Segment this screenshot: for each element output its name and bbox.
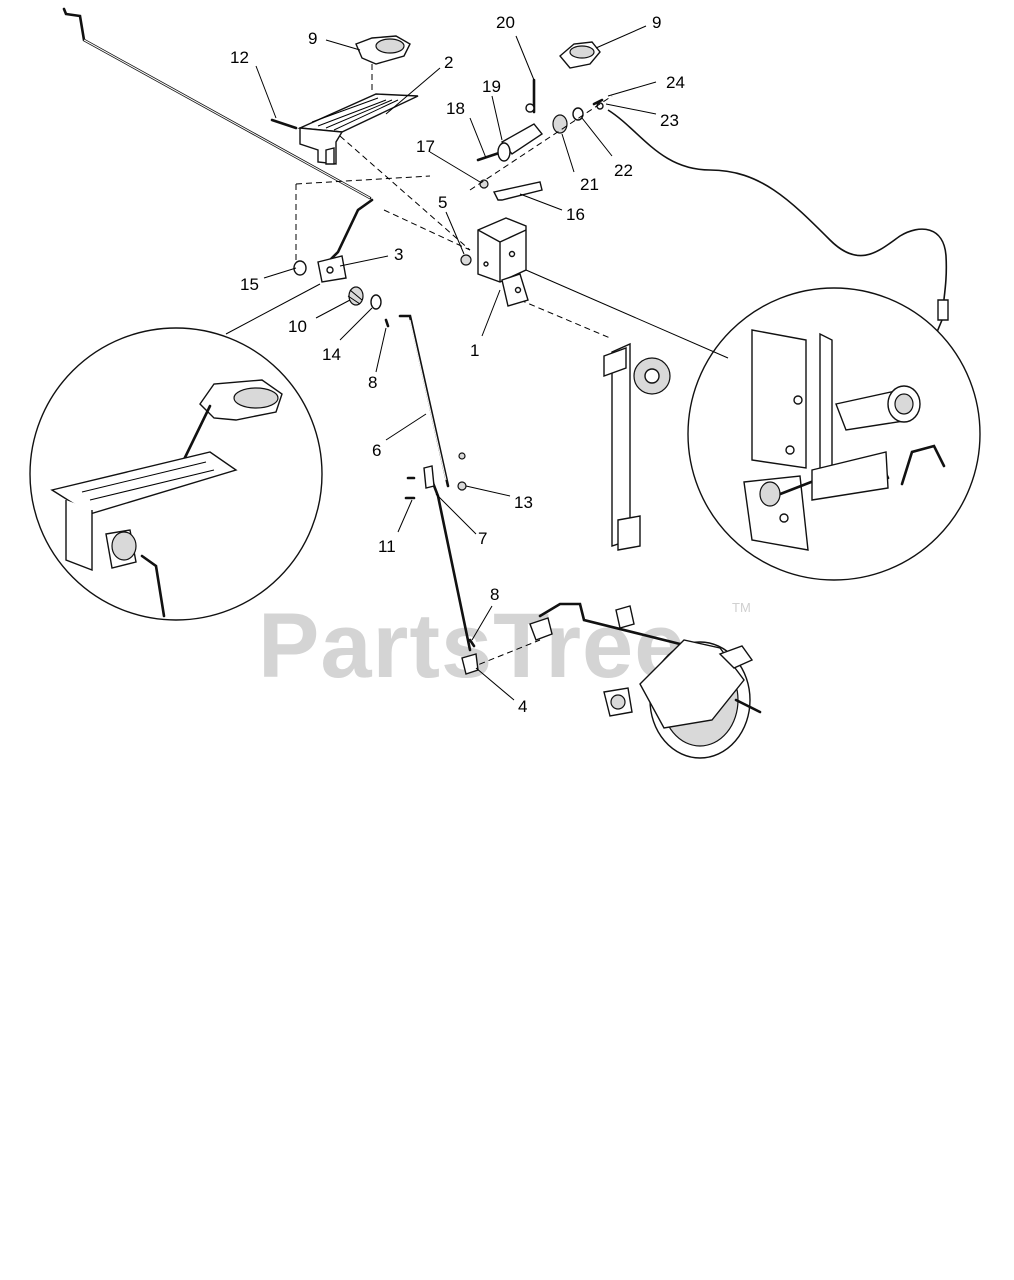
lift-shaft-assembly bbox=[529, 602, 762, 759]
callout-3: 3 bbox=[394, 245, 403, 264]
callout-10: 10 bbox=[288, 317, 307, 336]
washer-22 bbox=[572, 107, 584, 121]
callout-leaders bbox=[255, 25, 657, 701]
nut-upper bbox=[458, 452, 466, 460]
lift-rod bbox=[62, 7, 372, 200]
callout-19: 19 bbox=[482, 77, 501, 96]
callout-18: 18 bbox=[446, 99, 465, 118]
watermark-brand: PartsTree bbox=[258, 595, 686, 697]
callout-13: 13 bbox=[514, 493, 533, 512]
callout-21: 21 bbox=[580, 175, 599, 194]
nut-13 bbox=[457, 481, 467, 491]
callout-15: 15 bbox=[240, 275, 259, 294]
lift-lever bbox=[317, 198, 374, 283]
pin-12 bbox=[270, 118, 298, 130]
callout-17: 17 bbox=[416, 137, 435, 156]
gear-bracket bbox=[603, 342, 671, 551]
detail-leader-right bbox=[525, 269, 729, 359]
watermark-trademark: TM bbox=[732, 600, 751, 615]
callout-1: 1 bbox=[470, 341, 479, 360]
pedal-bracket bbox=[297, 93, 419, 165]
spring-10 bbox=[347, 286, 364, 306]
callout-9-right: 9 bbox=[652, 13, 661, 32]
detail-view-left bbox=[29, 327, 323, 621]
detail-leader-left bbox=[225, 283, 321, 335]
spacer-14 bbox=[370, 294, 382, 310]
callout-4: 4 bbox=[518, 697, 527, 716]
pedal-pad-right bbox=[559, 41, 601, 69]
callout-9-left: 9 bbox=[308, 29, 317, 48]
callout-8-upper: 8 bbox=[368, 373, 377, 392]
callout-8-lower: 8 bbox=[490, 585, 499, 604]
callout-14: 14 bbox=[322, 345, 341, 364]
cable-end bbox=[937, 299, 949, 321]
mounting-bracket-1 bbox=[477, 217, 529, 307]
nut-5 bbox=[460, 254, 472, 266]
bolt-11 bbox=[404, 476, 416, 500]
lift-link-6 bbox=[398, 314, 450, 488]
nut-17 bbox=[479, 179, 489, 189]
pedal-pad-left bbox=[355, 35, 411, 65]
callout-7: 7 bbox=[478, 529, 487, 548]
control-cable bbox=[607, 109, 948, 321]
pedal-arm-right bbox=[500, 78, 544, 155]
callout-11: 11 bbox=[378, 537, 396, 556]
clip-23 bbox=[592, 98, 604, 106]
callout-6: 6 bbox=[372, 441, 381, 460]
callout-2: 2 bbox=[444, 53, 453, 72]
washer-19 bbox=[497, 142, 511, 162]
callout-24: 24 bbox=[666, 73, 685, 92]
callout-16: 16 bbox=[566, 205, 585, 224]
callout-22: 22 bbox=[614, 161, 633, 180]
pin-8-lower bbox=[468, 638, 476, 648]
washer-15 bbox=[293, 260, 307, 276]
bracket-16 bbox=[492, 181, 543, 201]
detail-view-right bbox=[687, 287, 981, 581]
pin-8-upper bbox=[384, 318, 390, 328]
callout-12: 12 bbox=[230, 48, 249, 67]
spacer-21 bbox=[552, 114, 568, 134]
callout-23: 23 bbox=[660, 111, 679, 130]
callout-20: 20 bbox=[496, 13, 515, 32]
callout-5: 5 bbox=[438, 193, 447, 212]
